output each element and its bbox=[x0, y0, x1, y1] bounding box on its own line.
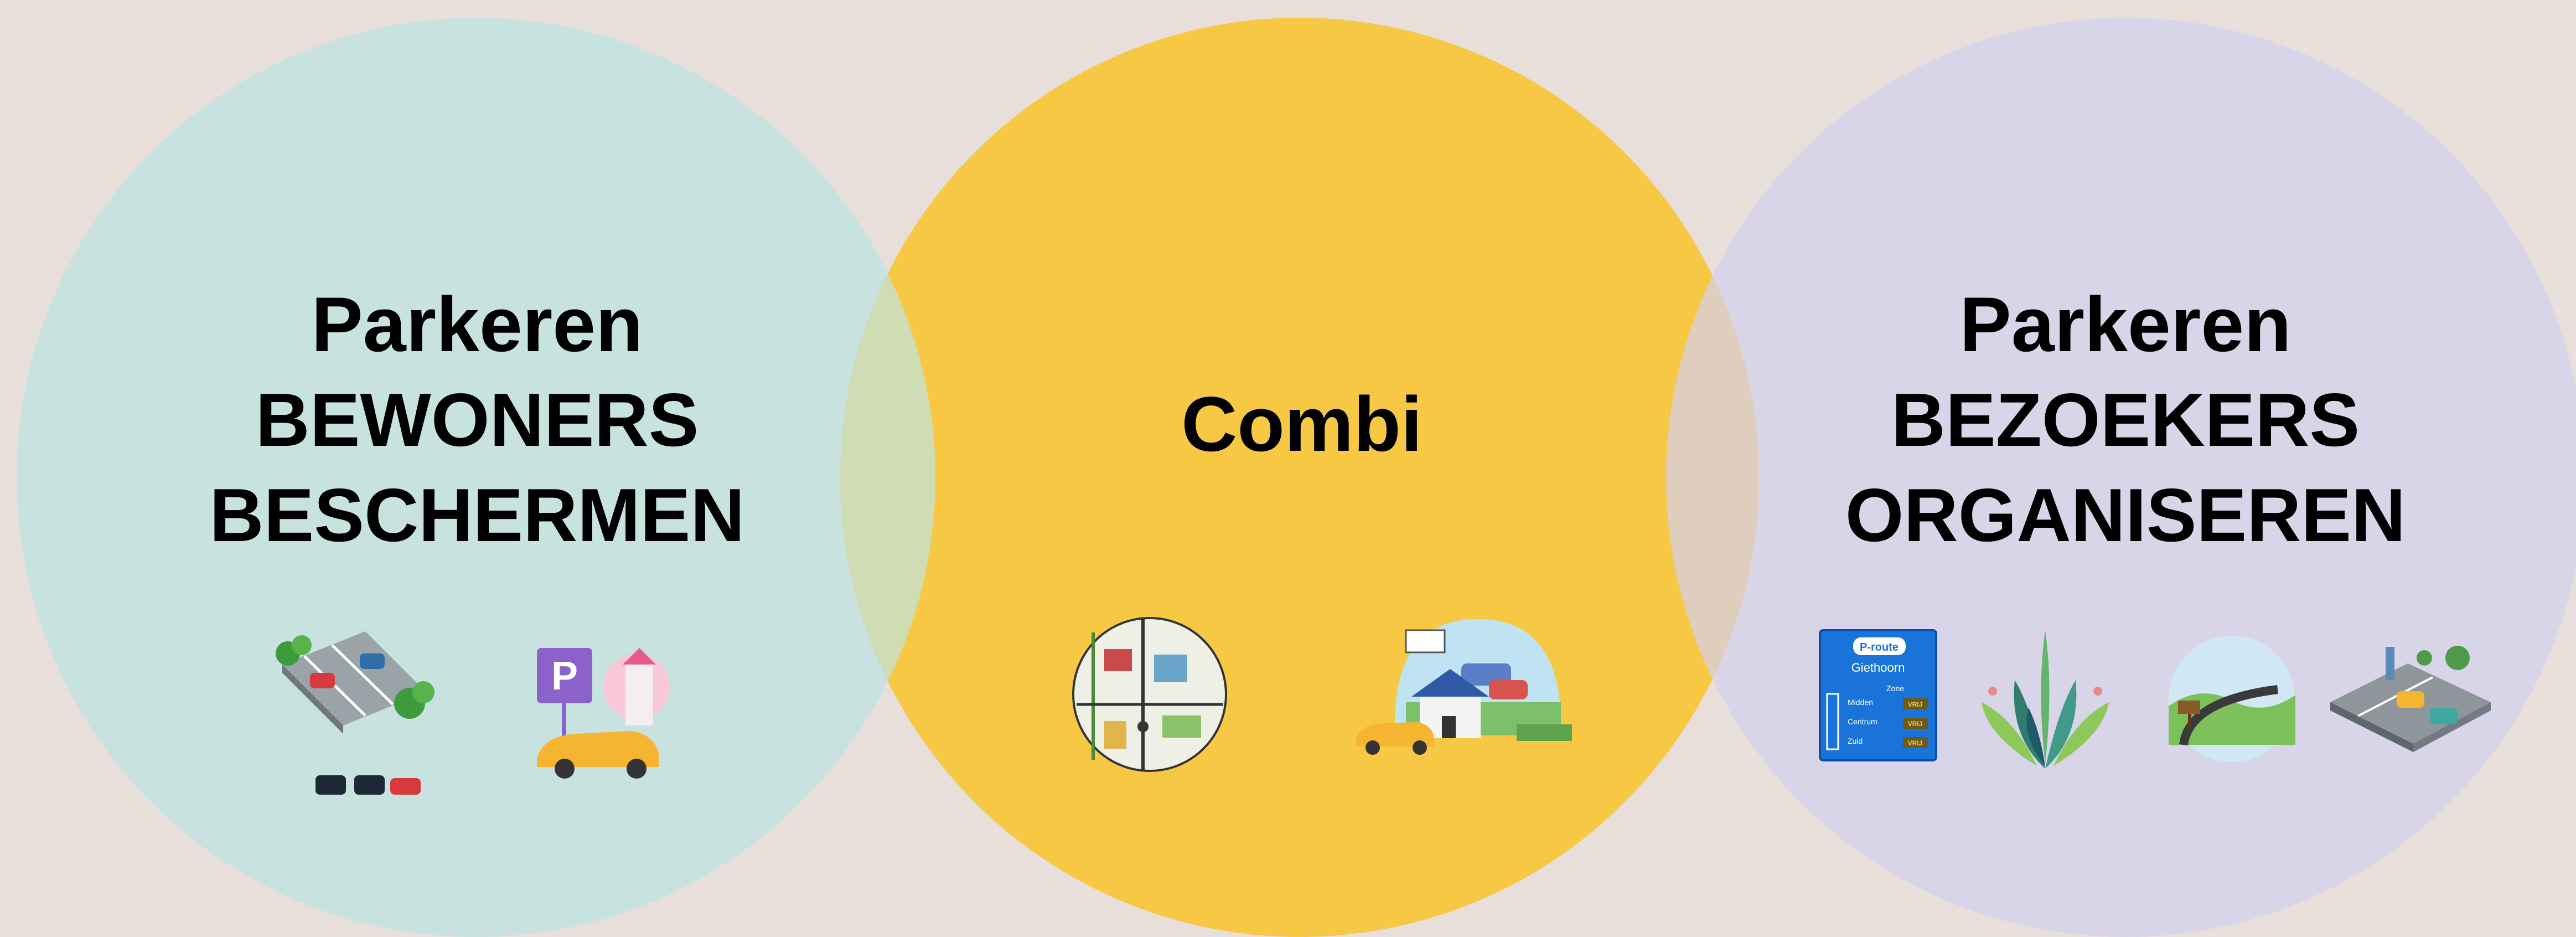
plants-icon bbox=[1976, 625, 2114, 771]
route-sign-icon: P-route Giethoorn Zone Midden Centrum Zu… bbox=[1817, 627, 1939, 763]
right-title-line2: BEZOEKERS bbox=[1891, 378, 2360, 462]
left-title-line1: Parkeren bbox=[311, 281, 643, 368]
left-title-line3: BESCHERMEN bbox=[209, 473, 745, 557]
sign-row2: Midden bbox=[1848, 698, 1873, 707]
sign-status-3: VRIJ bbox=[1908, 739, 1923, 747]
sign-row4: Zuid bbox=[1848, 737, 1863, 745]
road-landscape-icon bbox=[2167, 634, 2297, 764]
left-title: Parkeren BEWONERS BESCHERMEN bbox=[90, 277, 865, 563]
parking-area-icon bbox=[2325, 636, 2496, 763]
map-icon bbox=[1071, 616, 1229, 774]
house-parking-icon bbox=[1351, 614, 1577, 758]
left-circle bbox=[17, 18, 935, 937]
sign-row3: Centrum bbox=[1848, 717, 1877, 726]
sign-brand: P-route bbox=[1860, 641, 1899, 653]
svg-text:P: P bbox=[551, 654, 578, 698]
sign-status-2: VRIJ bbox=[1908, 720, 1923, 728]
sign-status-1: VRIJ bbox=[1908, 701, 1923, 708]
parking-lot-icon bbox=[271, 620, 437, 820]
right-title-line3: ORGANISEREN bbox=[1845, 473, 2406, 557]
right-title: Parkeren BEZOEKERS ORGANISEREN bbox=[1738, 277, 2513, 563]
sign-place: Giethoorn bbox=[1851, 661, 1905, 675]
parking-sign-car-icon: P bbox=[531, 642, 675, 786]
center-title: Combi bbox=[914, 377, 1689, 472]
center-circle bbox=[840, 18, 1759, 937]
left-title-line2: BEWONERS bbox=[255, 378, 699, 462]
sign-row1: Zone bbox=[1886, 684, 1904, 693]
right-title-line1: Parkeren bbox=[1959, 281, 2291, 368]
center-title-text: Combi bbox=[1181, 380, 1423, 467]
